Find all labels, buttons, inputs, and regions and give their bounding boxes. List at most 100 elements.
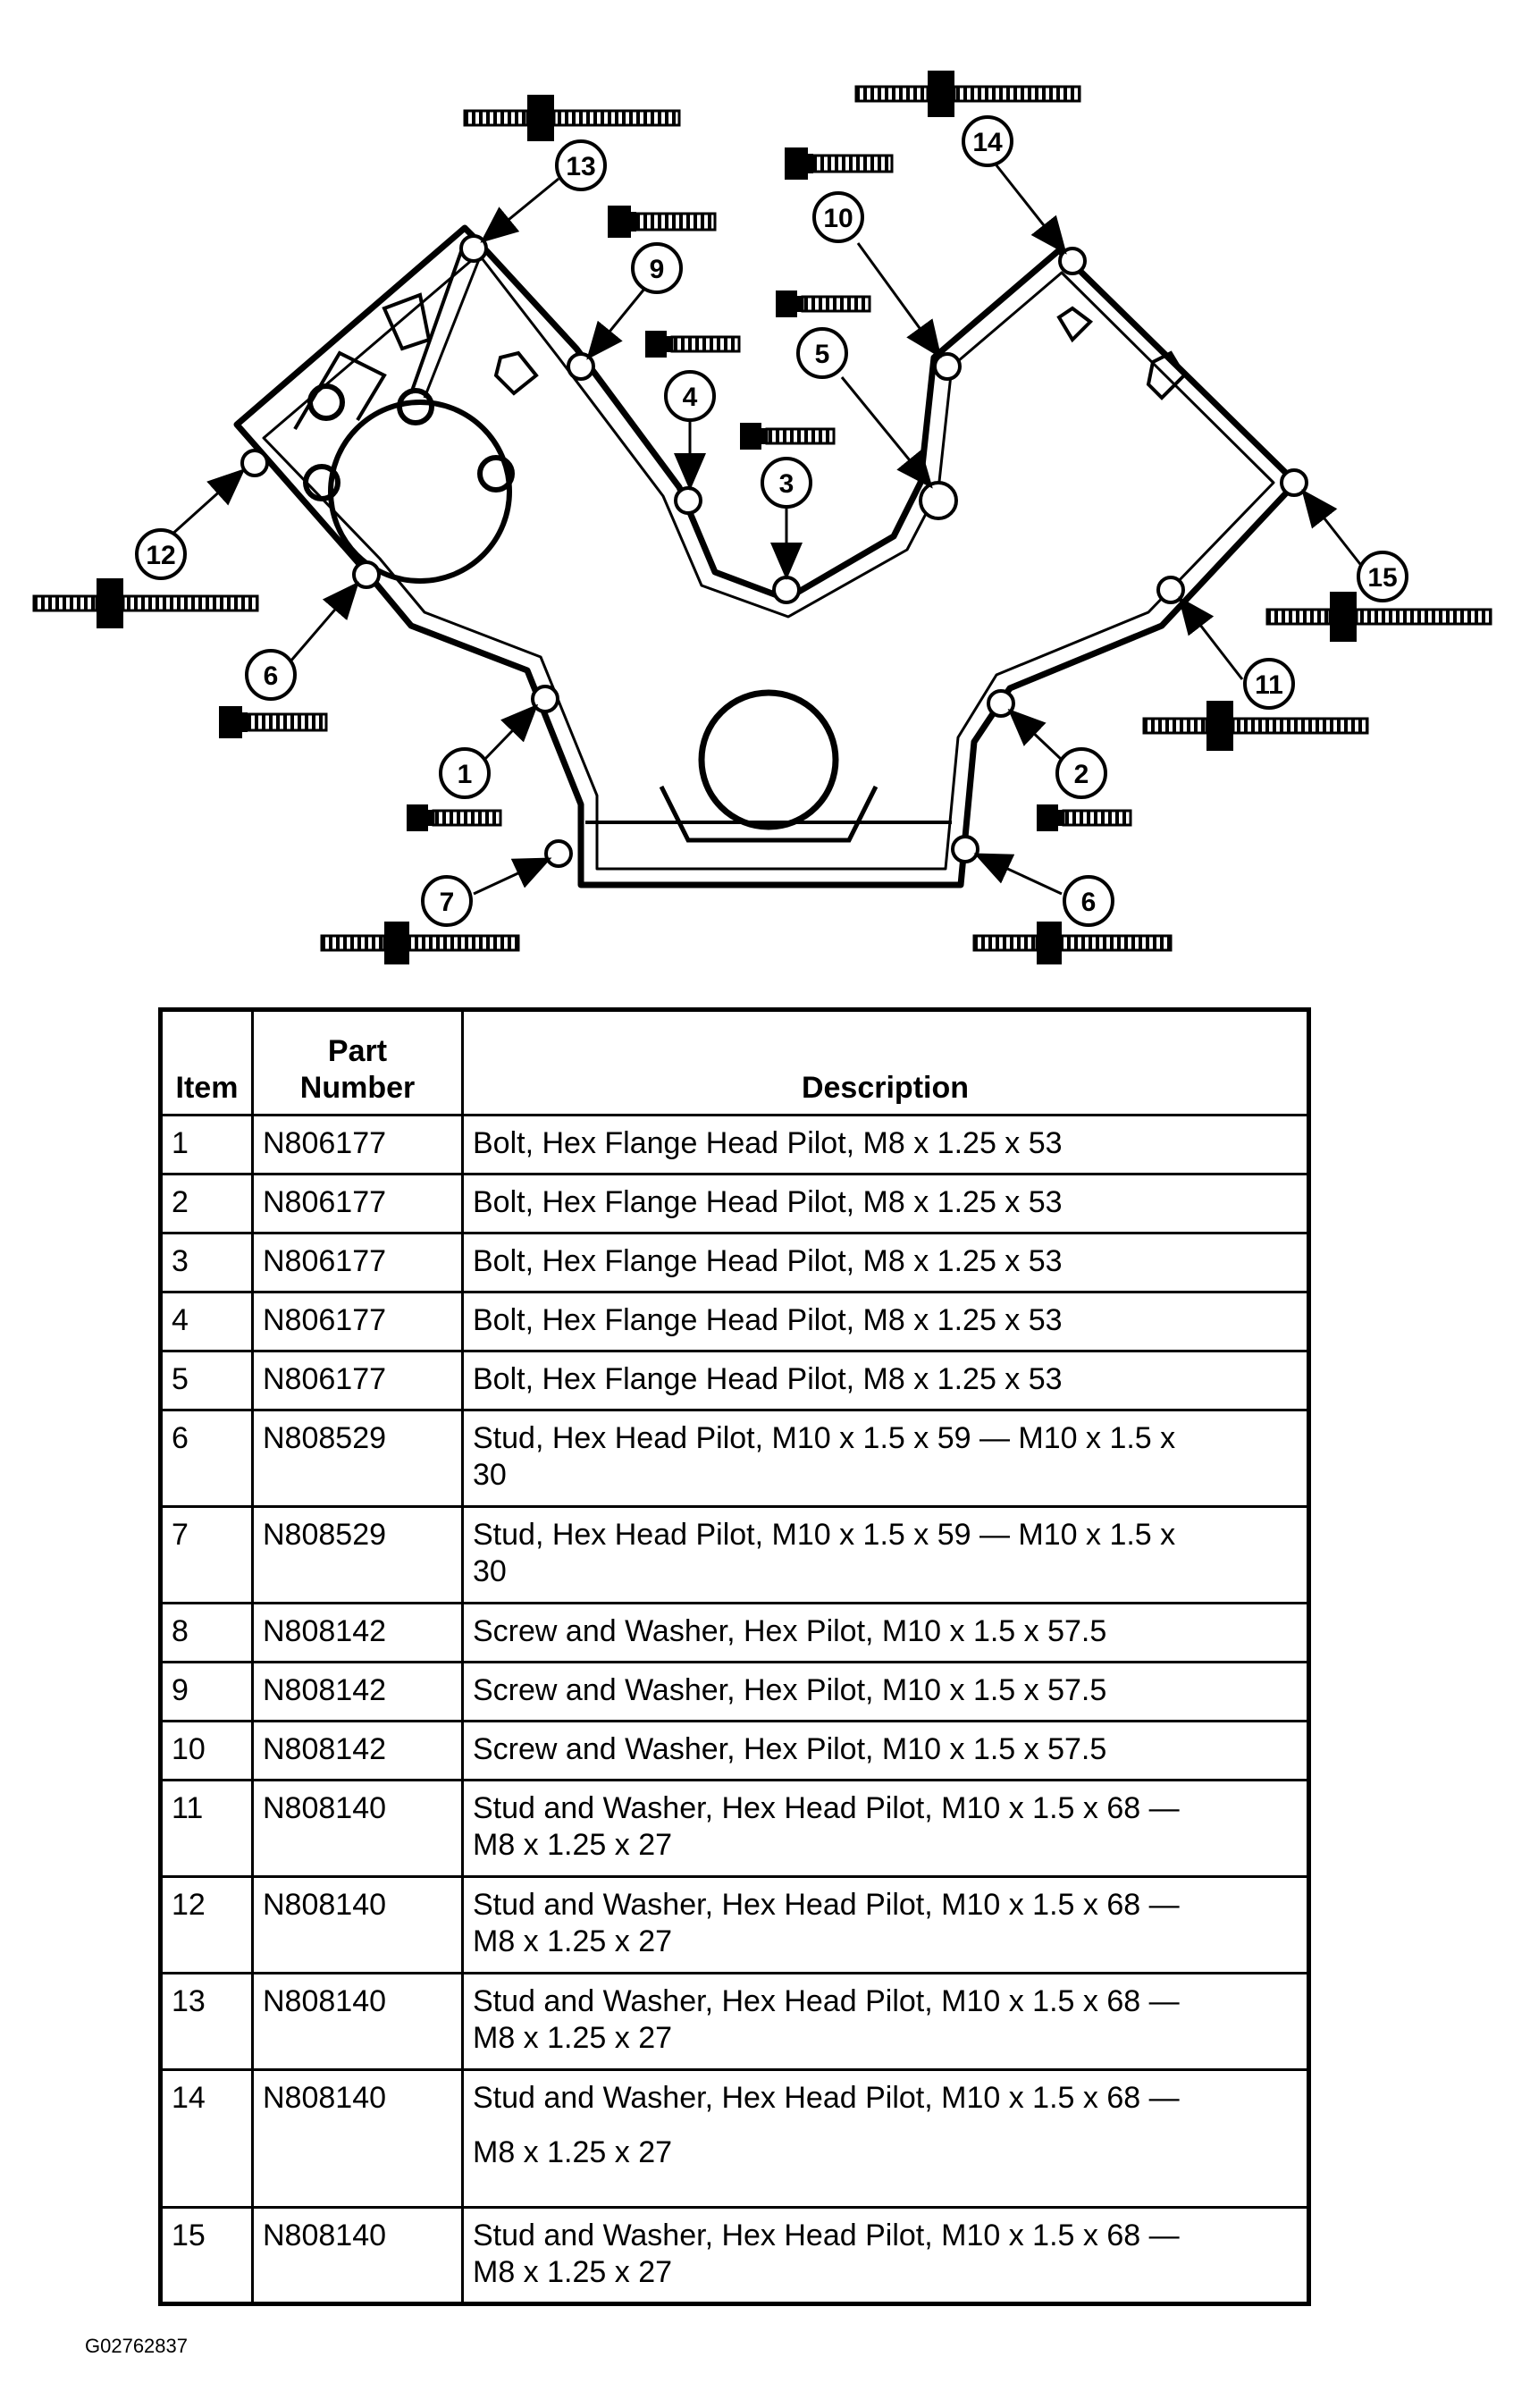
description-cell: Bolt, Hex Flange Head Pilot, M8 x 1.25 x… [461, 1350, 1310, 1411]
crankshaft-seal-area [585, 689, 952, 843]
description-cell: Screw and Washer, Hex Pilot, M10 x 1.5 x… [461, 1661, 1310, 1722]
part-cell: N808140 [251, 1779, 464, 1878]
item-cell: 7 [159, 1505, 254, 1604]
description-line1: Stud and Washer, Hex Head Pilot, M10 x 1… [473, 1791, 1180, 1825]
screw-icon [608, 206, 717, 238]
description-cell: Bolt, Hex Flange Head Pilot, M8 x 1.25 x… [461, 1232, 1310, 1293]
bolt-icon [645, 331, 741, 358]
cover-bosses [493, 306, 1187, 400]
engine-front-cover-diagram: 1 2 3 4 5 6 7 6 9 10 11 12 13 14 15 [32, 71, 1492, 964]
part-cell: N808140 [251, 1972, 464, 2071]
callout-label: 1 [458, 760, 473, 789]
item-cell: 5 [159, 1350, 254, 1411]
stud-washer-icon [1142, 701, 1369, 751]
screw-icon [219, 706, 328, 738]
description-line2: 30 [473, 1554, 507, 1588]
callout-5: 5 [796, 327, 848, 379]
stud-washer-icon [32, 578, 259, 628]
description-cell: Stud, Hex Head Pilot, M10 x 1.5 x 59 — M… [461, 1505, 1310, 1604]
callout-label: 7 [440, 888, 455, 917]
description-line1: Stud, Hex Head Pilot, M10 x 1.5 x 59 — M… [473, 1518, 1176, 1552]
description-line1: Stud and Washer, Hex Head Pilot, M10 x 1… [473, 2219, 1180, 2252]
part-cell: N808142 [251, 1602, 464, 1663]
stud-icon [972, 922, 1173, 964]
description-line1: Stud and Washer, Hex Head Pilot, M10 x 1… [473, 1984, 1180, 2018]
item-cell: 4 [159, 1291, 254, 1352]
table-row: 9 N808142 Screw and Washer, Hex Pilot, M… [159, 1661, 1310, 1722]
callout-3: 3 [761, 457, 812, 509]
callout-4: 4 [664, 370, 716, 422]
figure-id: G02762837 [85, 2335, 188, 2357]
part-cell: N808140 [251, 2206, 464, 2305]
stud-icon [320, 922, 520, 964]
table-row: 2 N806177 Bolt, Hex Flange Head Pilot, M… [159, 1173, 1310, 1234]
table-row: 8 N808142 Screw and Washer, Hex Pilot, M… [159, 1602, 1310, 1663]
item-cell: 13 [159, 1972, 254, 2071]
table-header-row: Item Part Number Description [159, 1008, 1310, 1116]
description-cell: Stud, Hex Head Pilot, M10 x 1.5 x 59 — M… [461, 1409, 1310, 1508]
description-line2: M8 x 1.25 x 27 [473, 2255, 673, 2289]
table-row: 10 N808142 Screw and Washer, Hex Pilot, … [159, 1720, 1310, 1781]
table-row: 6 N808529 Stud, Hex Head Pilot, M10 x 1.… [159, 1409, 1310, 1508]
description-cell: Bolt, Hex Flange Head Pilot, M8 x 1.25 x… [461, 1291, 1310, 1352]
table-row: 12 N808140 Stud and Washer, Hex Head Pil… [159, 1875, 1310, 1974]
front-cover-outline [233, 224, 1299, 888]
part-cell: N806177 [251, 1114, 464, 1175]
table-row: 11 N808140 Stud and Washer, Hex Head Pil… [159, 1779, 1310, 1878]
callout-label: 13 [566, 152, 595, 181]
item-cell: 3 [159, 1232, 254, 1293]
description-line2: 30 [473, 1458, 507, 1492]
item-cell: 8 [159, 1602, 254, 1663]
part-cell: N806177 [251, 1291, 464, 1352]
table-row: 15 N808140 Stud and Washer, Hex Head Pil… [159, 2206, 1310, 2305]
part-cell: N806177 [251, 1232, 464, 1293]
stud-washer-icon [1265, 592, 1492, 642]
callout-12: 12 [135, 528, 187, 580]
column-header-item: Item [159, 1008, 254, 1116]
description-line2: M8 x 1.25 x 27 [473, 2135, 673, 2169]
bolt-holes [240, 234, 1308, 868]
callout-label: 6 [264, 661, 279, 691]
description-cell: Stud and Washer, Hex Head Pilot, M10 x 1… [461, 2068, 1310, 2209]
part-cell: N806177 [251, 1350, 464, 1411]
parts-table: Item Part Number Description 1 N806177 B… [158, 1007, 1311, 2306]
pump-housing [293, 240, 515, 584]
table-row: 7 N808529 Stud, Hex Head Pilot, M10 x 1.… [159, 1505, 1310, 1604]
callout-label: 2 [1074, 760, 1089, 789]
bolt-icon [407, 804, 502, 831]
table-row: 4 N806177 Bolt, Hex Flange Head Pilot, M… [159, 1291, 1310, 1352]
description-cell: Stud and Washer, Hex Head Pilot, M10 x 1… [461, 1779, 1310, 1878]
callout-2: 2 [1055, 747, 1107, 799]
part-cell: N808142 [251, 1720, 464, 1781]
callout-label: 10 [823, 204, 853, 233]
item-cell: 1 [159, 1114, 254, 1175]
stud-washer-icon [463, 95, 681, 141]
description-cell: Bolt, Hex Flange Head Pilot, M8 x 1.25 x… [461, 1173, 1310, 1234]
description-cell: Stud and Washer, Hex Head Pilot, M10 x 1… [461, 1972, 1310, 2071]
screw-icon [785, 147, 894, 180]
description-cell: Screw and Washer, Hex Pilot, M10 x 1.5 x… [461, 1602, 1310, 1663]
table-row: 3 N806177 Bolt, Hex Flange Head Pilot, M… [159, 1232, 1310, 1293]
description-line2: M8 x 1.25 x 27 [473, 1828, 673, 1862]
item-cell: 2 [159, 1173, 254, 1234]
item-cell: 10 [159, 1720, 254, 1781]
description-cell: Stud and Washer, Hex Head Pilot, M10 x 1… [461, 1875, 1310, 1974]
callout-label: 15 [1367, 563, 1397, 593]
item-cell: 11 [159, 1779, 254, 1878]
description-line1: Stud and Washer, Hex Head Pilot, M10 x 1… [473, 2081, 1180, 2115]
description-cell: Screw and Washer, Hex Pilot, M10 x 1.5 x… [461, 1720, 1310, 1781]
callout-label: 9 [650, 255, 665, 284]
table-row: 1 N806177 Bolt, Hex Flange Head Pilot, M… [159, 1114, 1310, 1175]
callout-label: 6 [1081, 888, 1097, 917]
item-cell: 15 [159, 2206, 254, 2305]
part-cell: N808529 [251, 1409, 464, 1508]
part-cell: N806177 [251, 1173, 464, 1234]
callout-11: 11 [1243, 658, 1295, 710]
callout-9: 9 [631, 242, 683, 294]
callout-label: 3 [779, 469, 794, 499]
table-row: 13 N808140 Stud and Washer, Hex Head Pil… [159, 1972, 1310, 2071]
description-line1: Stud, Hex Head Pilot, M10 x 1.5 x 59 — M… [473, 1421, 1176, 1455]
part-cell: N808142 [251, 1661, 464, 1722]
item-cell: 9 [159, 1661, 254, 1722]
part-cell: N808140 [251, 2068, 464, 2209]
